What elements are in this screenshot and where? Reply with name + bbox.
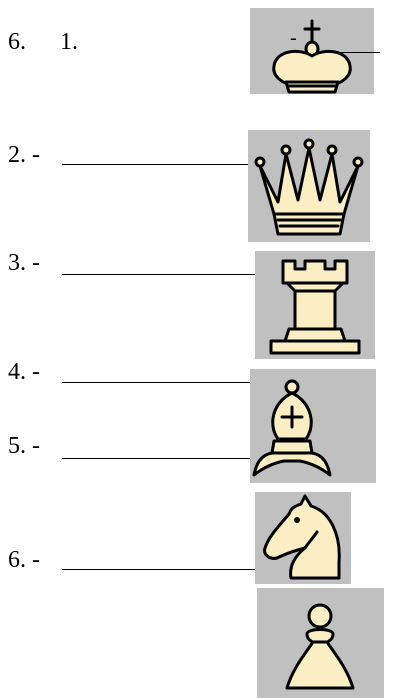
item-6-label: 6. -	[8, 548, 40, 572]
item-1-label: 1.	[60, 30, 78, 54]
knight-icon	[255, 492, 351, 584]
rook-icon	[255, 251, 375, 359]
queen-tile	[248, 130, 370, 242]
king-pointer-line	[316, 52, 380, 53]
king-tile	[250, 8, 374, 94]
king-icon	[250, 8, 374, 94]
bishop-icon	[250, 369, 376, 483]
item-3-label: 3. -	[8, 251, 40, 275]
item-4-label: 4. -	[8, 360, 40, 384]
king-dash: -	[290, 26, 297, 50]
item-5-label: 5. -	[8, 434, 40, 458]
queen-icon	[248, 130, 370, 242]
knight-tile	[255, 492, 351, 584]
question-number: 6.	[8, 30, 26, 54]
pawn-icon	[257, 588, 384, 698]
item-2-label: 2. -	[8, 143, 40, 167]
rook-tile	[255, 251, 375, 359]
bishop-tile	[250, 369, 376, 483]
pawn-tile	[257, 588, 384, 698]
